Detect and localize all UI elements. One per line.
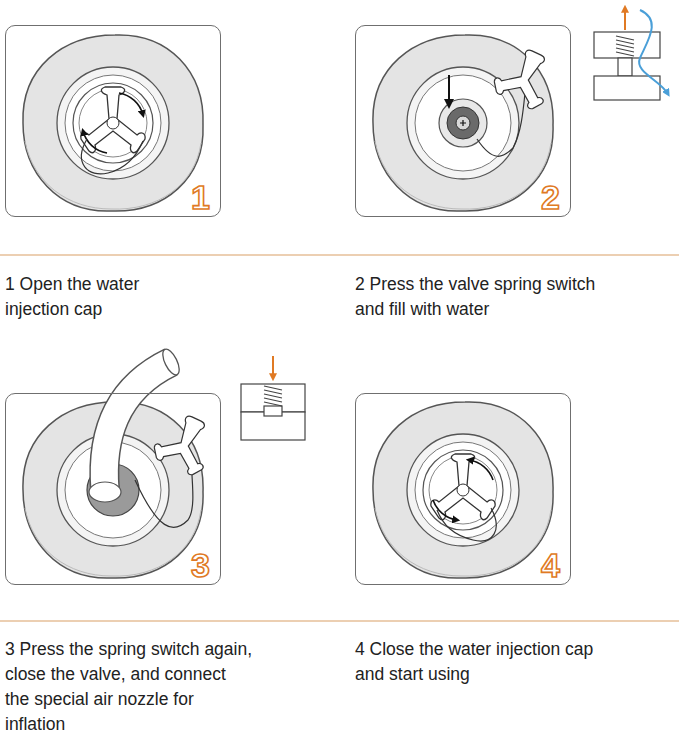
step-caption: 1 Open the water injection cap — [5, 272, 180, 322]
step-panel: 1 — [5, 25, 221, 217]
step-number: 1 — [191, 180, 210, 214]
step-caption: 3 Press the spring switch again, close t… — [5, 637, 255, 735]
step-panel: 4 — [355, 393, 571, 585]
step-caption: 2 Press the valve spring switch and fill… — [355, 272, 600, 322]
step-panel: 3 — [5, 393, 221, 585]
step-panel: 2 — [355, 25, 571, 217]
step-number: 4 — [541, 548, 560, 582]
step-caption: 4 Close the water injection cap and star… — [355, 637, 600, 687]
step-number: 2 — [541, 180, 560, 214]
step-number: 3 — [191, 548, 210, 582]
